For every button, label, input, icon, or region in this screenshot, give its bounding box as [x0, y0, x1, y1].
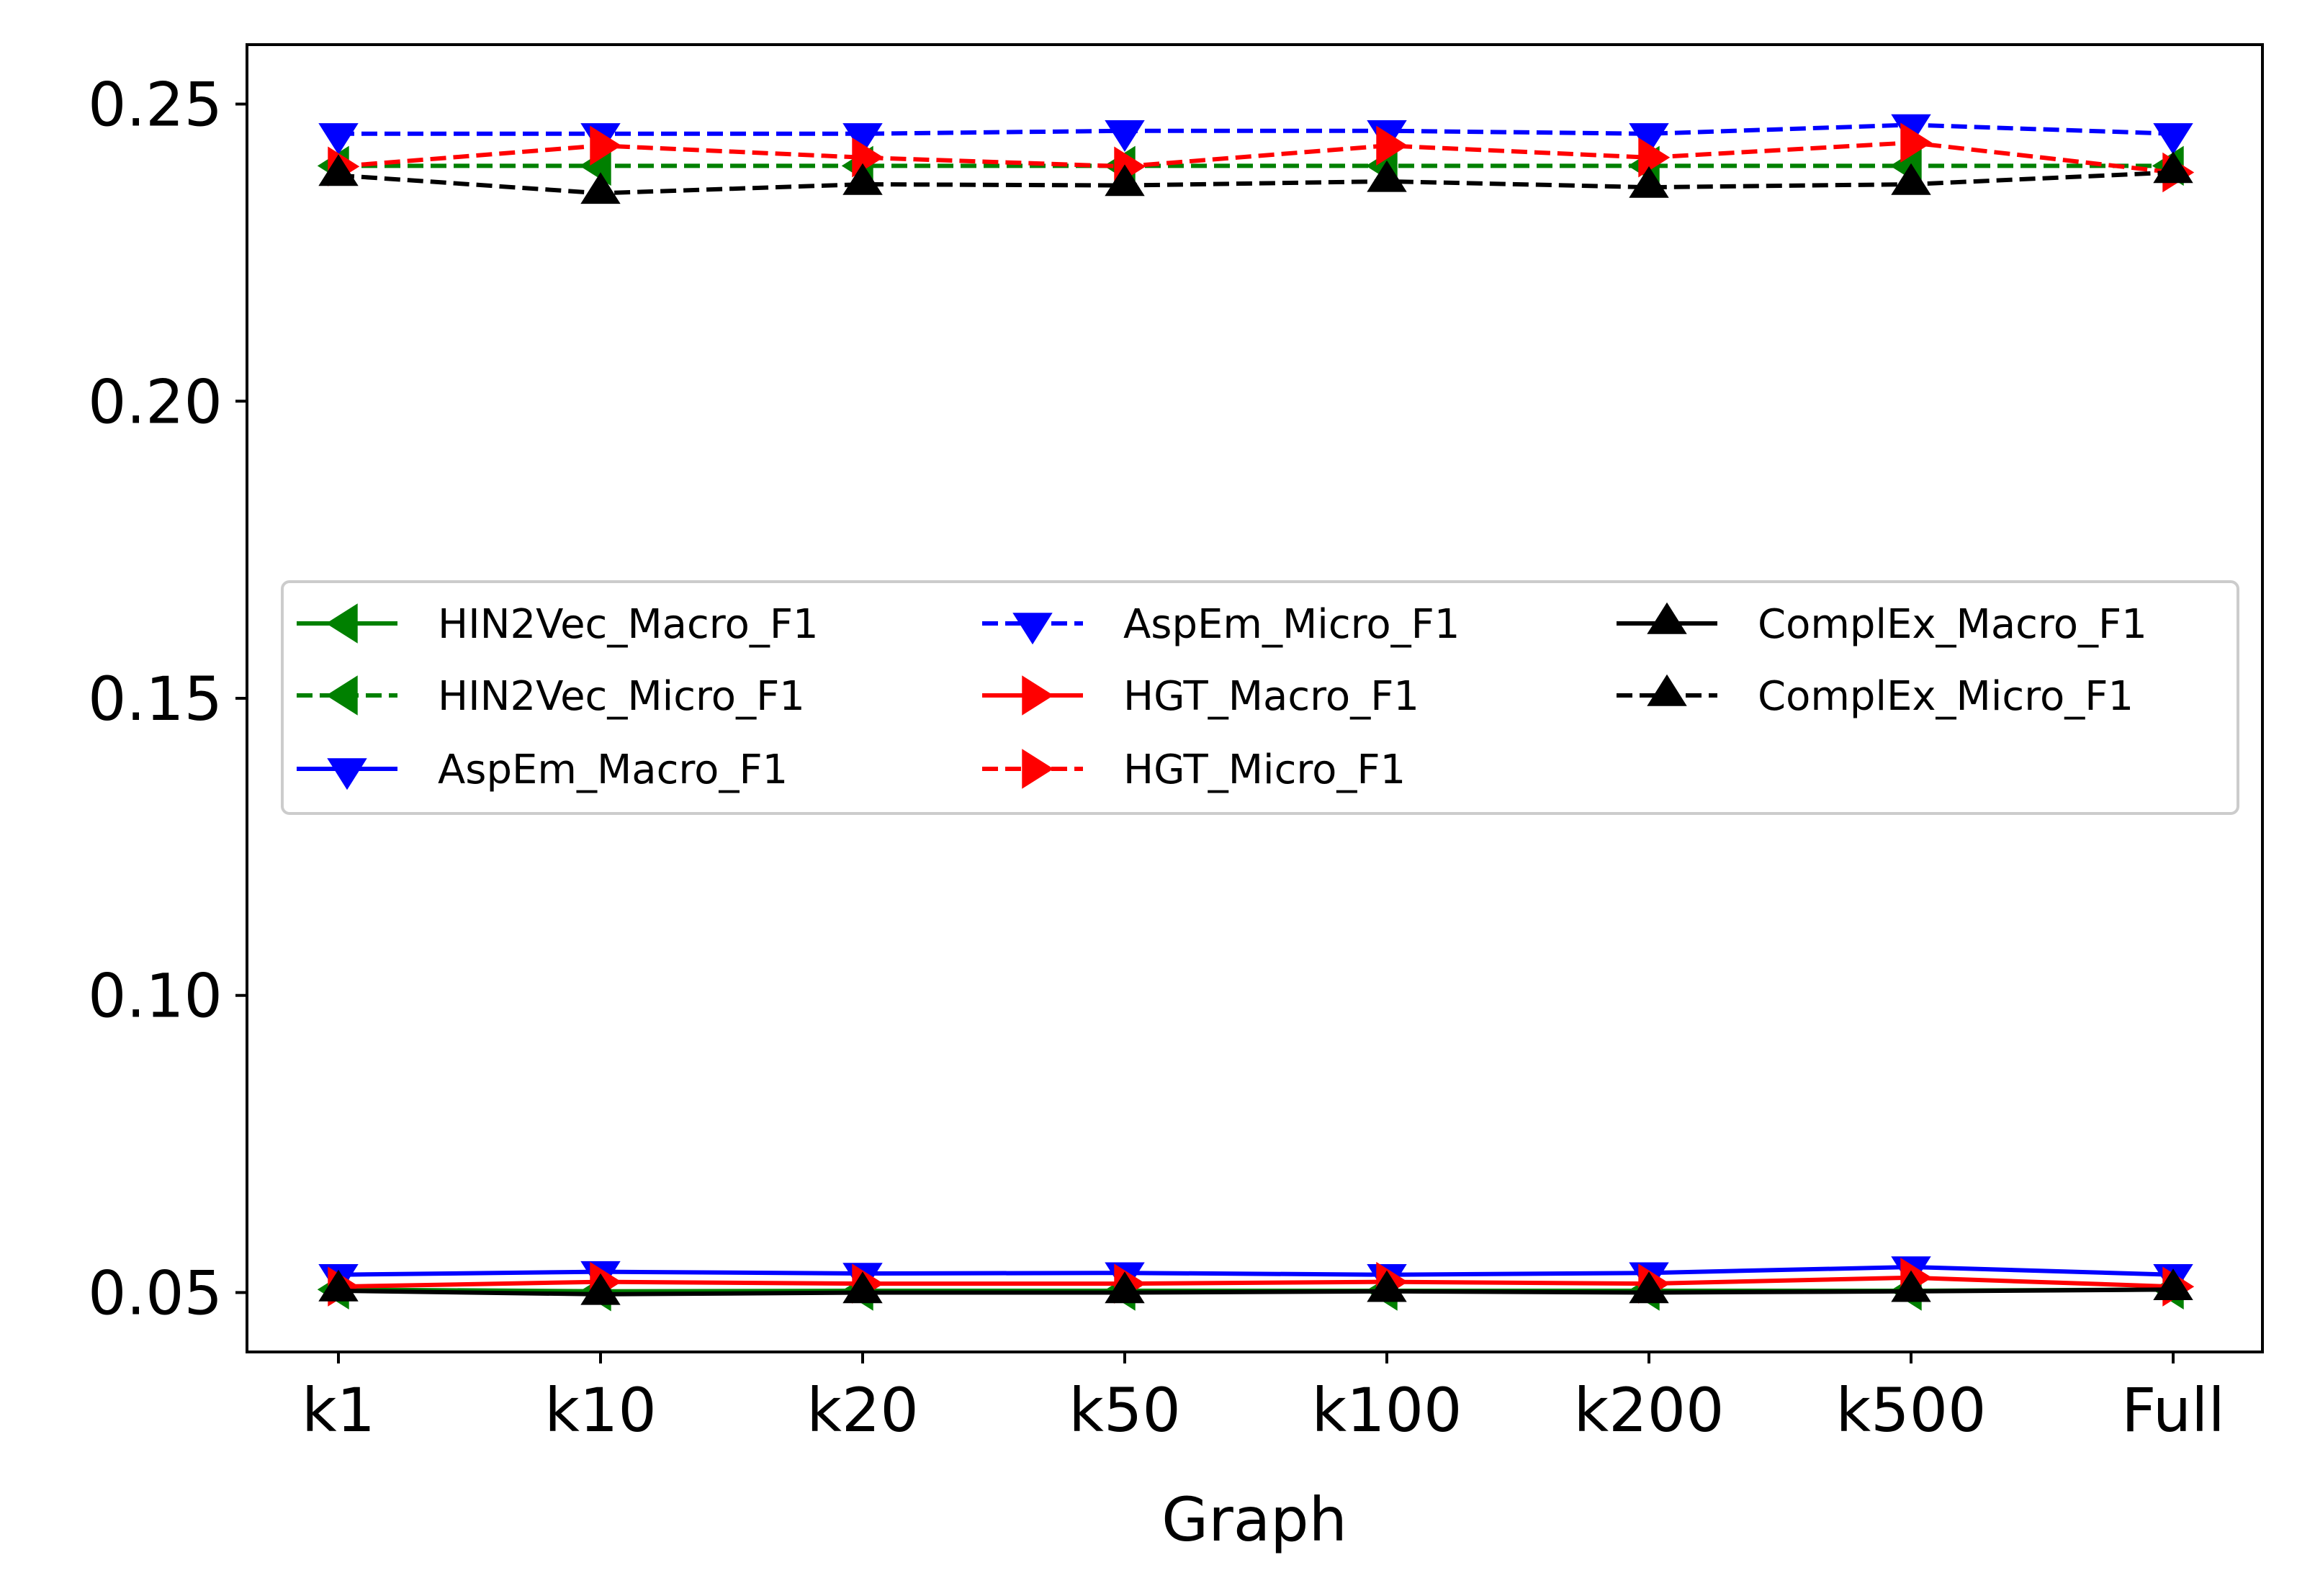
legend-marker	[1022, 749, 1054, 789]
data-point	[1367, 1270, 1407, 1302]
data-point	[1376, 125, 1408, 166]
data-point	[842, 163, 883, 195]
data-point	[1367, 160, 1407, 192]
y-tick-label: 0.10	[88, 961, 222, 1032]
series-layer	[317, 114, 2195, 1312]
series-line	[338, 1287, 2174, 1297]
y-tick-label: 0.25	[88, 70, 222, 140]
legend-label: HIN2Vec_Macro_F1	[438, 601, 819, 648]
x-tick-label: k20	[806, 1375, 919, 1446]
data-point	[580, 1273, 621, 1305]
data-point	[2153, 123, 2193, 155]
data-point	[1629, 1271, 1669, 1304]
legend-marker	[325, 675, 358, 716]
data-point	[1105, 120, 1145, 152]
y-axis: 0.05 0.10 0.15 0.20 0.25	[88, 70, 247, 1328]
y-tick-label: 0.20	[88, 366, 222, 437]
data-point	[1891, 1270, 1931, 1302]
y-tick-label: 0.05	[88, 1258, 222, 1328]
x-tick-label: k100	[1312, 1375, 1462, 1446]
x-tick-label: Full	[2121, 1375, 2225, 1446]
legend-marker	[325, 603, 358, 644]
x-tick-label: k10	[544, 1375, 657, 1446]
data-point	[2153, 151, 2193, 184]
data-point	[318, 1269, 359, 1302]
legend: HIN2Vec_Macro_F1HIN2Vec_Micro_F1AspEm_Ma…	[281, 580, 2239, 815]
legend-label: ComplEx_Micro_F1	[1758, 673, 2134, 720]
legend-marker	[1022, 675, 1054, 716]
data-point	[1891, 163, 1931, 195]
x-axis-label: Graph	[1161, 1484, 1347, 1555]
x-axis: k1 k10 k20 k50 k100 k200 k500 Full	[302, 1352, 2225, 1446]
legend-frame	[281, 580, 2239, 815]
data-point	[1638, 137, 1671, 178]
data-point	[318, 154, 359, 186]
data-point	[1629, 123, 1669, 155]
x-tick-label: k500	[1836, 1375, 1987, 1446]
legend-label: AspEm_Micro_F1	[1123, 601, 1460, 648]
series-line	[338, 170, 2174, 196]
data-point	[1105, 1271, 1145, 1304]
legend-label: HGT_Micro_F1	[1123, 747, 1406, 793]
x-tick-label: k1	[302, 1375, 375, 1446]
legend-marker	[1647, 602, 1687, 634]
data-point	[852, 137, 884, 178]
y-tick-label: 0.15	[88, 664, 222, 734]
data-point	[842, 123, 883, 155]
data-point	[2153, 1268, 2193, 1300]
series-line	[338, 140, 2174, 175]
x-tick-label: k50	[1069, 1375, 1181, 1446]
legend-label: HIN2Vec_Micro_F1	[438, 673, 805, 720]
data-point	[318, 123, 359, 155]
legend-marker	[1647, 674, 1687, 706]
legend-label: HGT_Macro_F1	[1123, 673, 1419, 720]
legend-marker	[327, 758, 367, 790]
data-point	[1900, 122, 1933, 163]
data-point	[590, 125, 622, 166]
series-line	[338, 122, 2174, 136]
legend-label: ComplEx_Macro_F1	[1758, 601, 2147, 648]
data-point	[1105, 164, 1145, 197]
legend-marker	[1012, 613, 1053, 645]
legend-label: AspEm_Macro_F1	[438, 747, 788, 793]
data-point	[842, 1271, 883, 1304]
x-tick-label: k200	[1574, 1375, 1725, 1446]
data-point	[580, 172, 621, 204]
series-line	[338, 1275, 2174, 1289]
series-line	[338, 1265, 2174, 1277]
data-point	[1629, 166, 1669, 198]
